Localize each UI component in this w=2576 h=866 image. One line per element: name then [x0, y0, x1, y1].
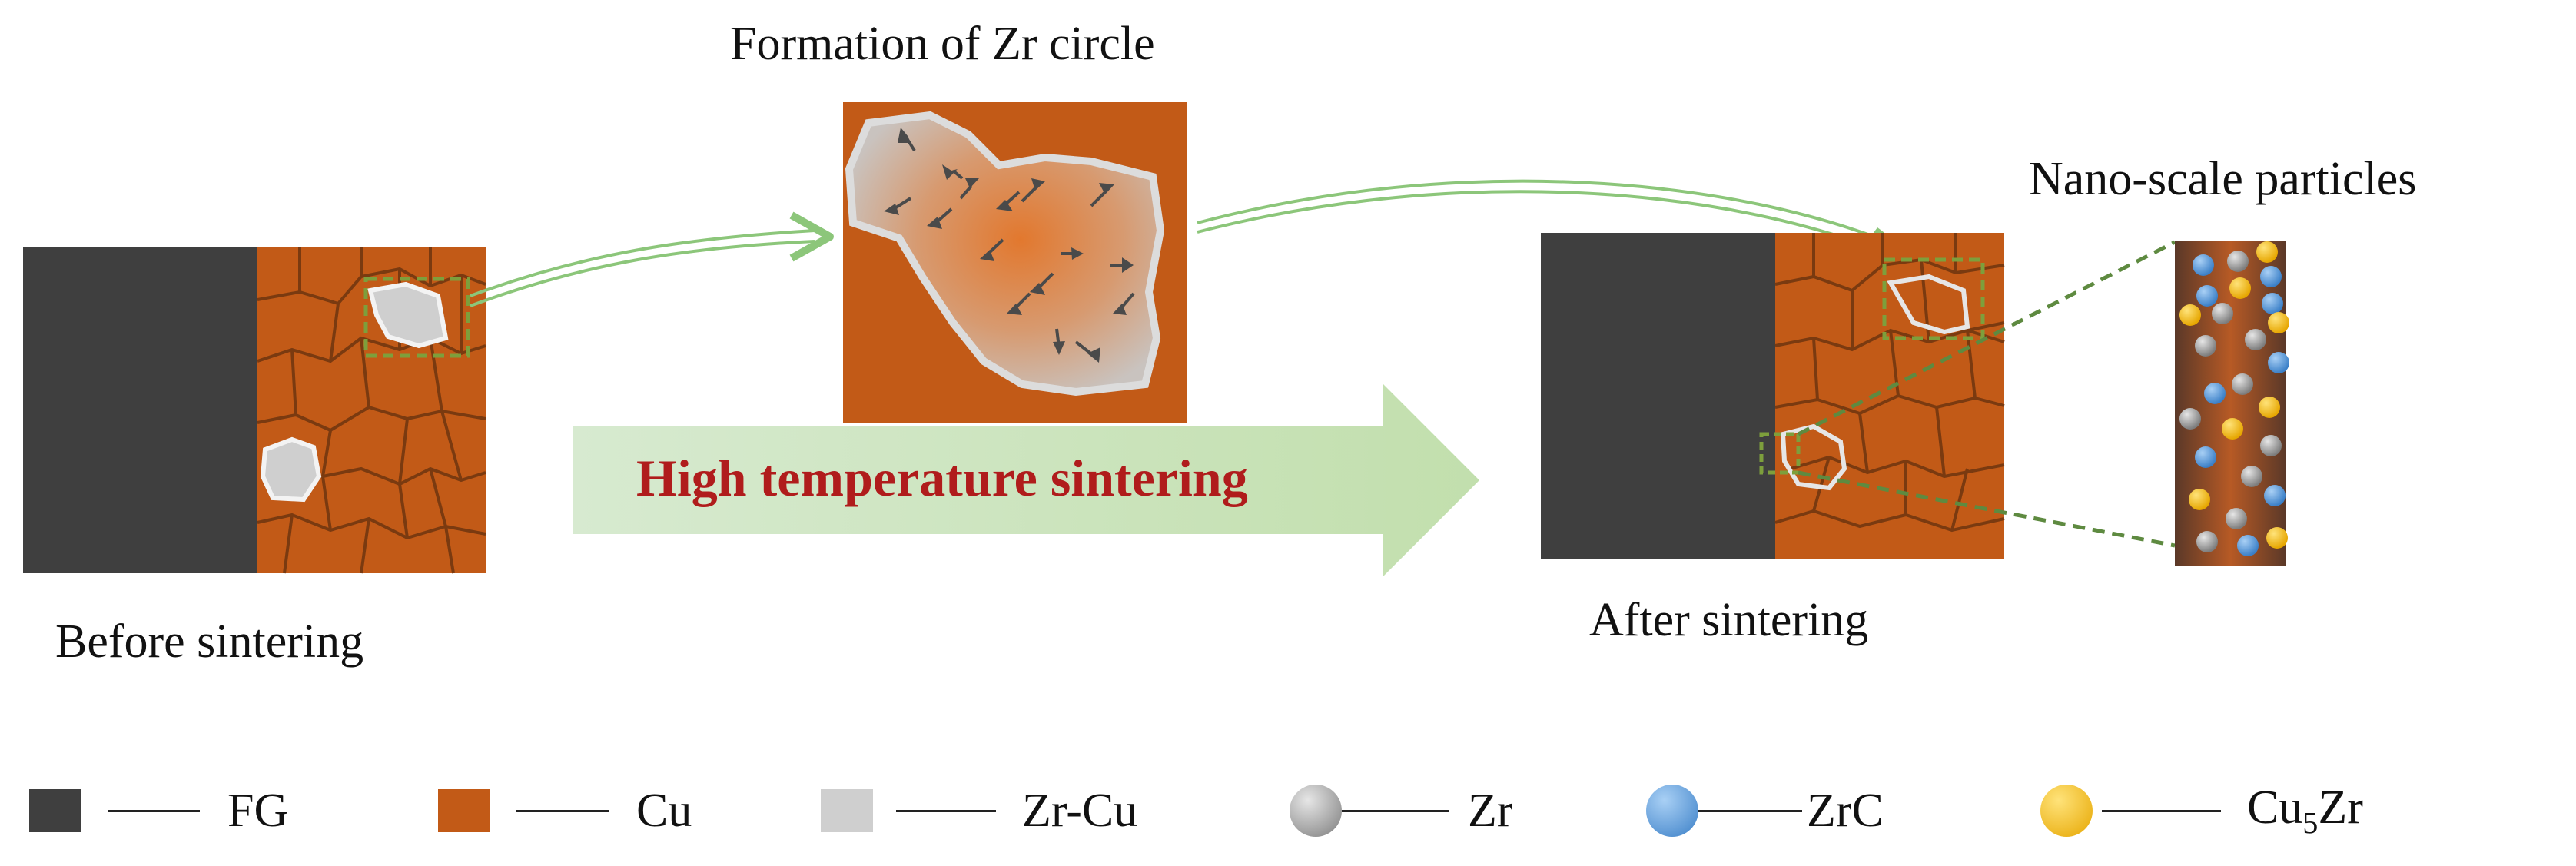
- zr-particle: [2227, 251, 2249, 272]
- zr-particle: [2241, 466, 2262, 487]
- connector-curve: [470, 211, 834, 307]
- zoom-box-small: [1759, 432, 1801, 475]
- cu5zr-particle: [2266, 527, 2288, 549]
- legend-line: [896, 809, 996, 812]
- legend-line: [1342, 809, 1449, 812]
- zrc-particle: [2268, 352, 2289, 373]
- cu5zr-particle: [2259, 397, 2280, 418]
- after-caption: After sintering: [1589, 594, 1869, 646]
- legend-label-sub: 5: [2302, 805, 2319, 841]
- fg-region: [1541, 233, 1775, 559]
- legend-label-main: Cu: [2247, 781, 2303, 834]
- zr-particle: [2226, 508, 2247, 529]
- legend-item-zrc: ZrC: [1646, 776, 1884, 845]
- zr-cu-particle: [260, 436, 322, 503]
- after-sintering-block: [1541, 233, 2005, 559]
- zoom-box: [363, 277, 470, 358]
- legend-label: FG: [227, 784, 289, 837]
- legend: FG Cu Zr-Cu Zr ZrC Cu5Zr: [0, 776, 2576, 845]
- zrc-particle: [2204, 383, 2226, 404]
- legend-label: Zr: [1468, 784, 1513, 837]
- before-sintering-block: [23, 247, 486, 574]
- cu5zr-particle: [2256, 241, 2278, 263]
- zr-particle: [2232, 373, 2253, 395]
- zr-cu-particle: [367, 281, 449, 349]
- nano-particles: [2179, 241, 2289, 556]
- cu5zr-particle: [2189, 489, 2210, 510]
- zoom-lines: [1797, 240, 2176, 548]
- zr-circle-outline: [1887, 274, 1970, 335]
- zr-particle: [2245, 329, 2266, 350]
- legend-label-tail: Zr: [2318, 781, 2363, 834]
- diffusion-arrows: [884, 128, 1134, 363]
- zrc-particle: [2260, 266, 2282, 287]
- zrcu-swatch: [821, 789, 873, 832]
- cu-grain-boundaries: [257, 247, 486, 574]
- cu5zr-particle: [2222, 418, 2243, 440]
- legend-line: [516, 809, 609, 812]
- nano-caption: Nano-scale particles: [2029, 153, 2417, 205]
- zr-particle: [2195, 335, 2216, 357]
- legend-item-zr: Zr: [1290, 776, 1513, 845]
- process-caption: High temperature sintering: [636, 449, 1248, 507]
- zoom-box: [1882, 257, 1985, 340]
- fg-swatch: [29, 789, 81, 832]
- zrc-dot-icon: [1646, 785, 1698, 837]
- zrc-particle: [2195, 446, 2216, 468]
- formation-zr-circle-block: [843, 102, 1187, 423]
- cu-grain-boundaries: [1774, 233, 2005, 533]
- zr-particle: [2260, 435, 2282, 456]
- formation-caption: Formation of Zr circle: [730, 18, 1155, 70]
- zrc-particle: [2193, 254, 2214, 276]
- sintering-arrow: [573, 384, 1479, 576]
- diffusion-arrow-shafts: [895, 137, 1135, 357]
- legend-item-fg: FG: [29, 776, 288, 845]
- legend-line: [108, 809, 200, 812]
- legend-line: [2102, 809, 2221, 812]
- cu5zr-particle: [2268, 312, 2289, 333]
- legend-label: Cu5Zr: [2247, 781, 2363, 841]
- zr-dot-icon: [1290, 785, 1342, 837]
- cu5zr-particle: [2179, 304, 2201, 326]
- legend-label: ZrC: [1807, 784, 1884, 837]
- zr-circle: [845, 111, 1165, 397]
- legend-item-cu5zr: Cu5Zr: [2040, 776, 2363, 845]
- zr-particle: [2196, 531, 2218, 552]
- fg-region: [23, 247, 257, 573]
- legend-line: [1698, 809, 1802, 812]
- legend-label: Zr-Cu: [1022, 784, 1138, 837]
- nano-particles-block: [2175, 241, 2289, 566]
- legend-label: Cu: [636, 784, 692, 837]
- zr-particle: [2212, 303, 2233, 324]
- zr-particle: [2179, 408, 2201, 430]
- zrc-particle: [2196, 285, 2218, 307]
- before-caption: Before sintering: [55, 615, 364, 668]
- cu5zr-particle: [2229, 277, 2251, 299]
- zrc-particle: [2262, 293, 2283, 314]
- cu-swatch: [438, 789, 490, 832]
- zrc-particle: [2237, 535, 2259, 556]
- zrc-particle: [2264, 485, 2286, 506]
- legend-item-cu: Cu: [438, 776, 692, 845]
- cu5zr-dot-icon: [2040, 785, 2093, 837]
- legend-item-zrcu: Zr-Cu: [821, 776, 1137, 845]
- zr-circle-outline: [1780, 423, 1847, 491]
